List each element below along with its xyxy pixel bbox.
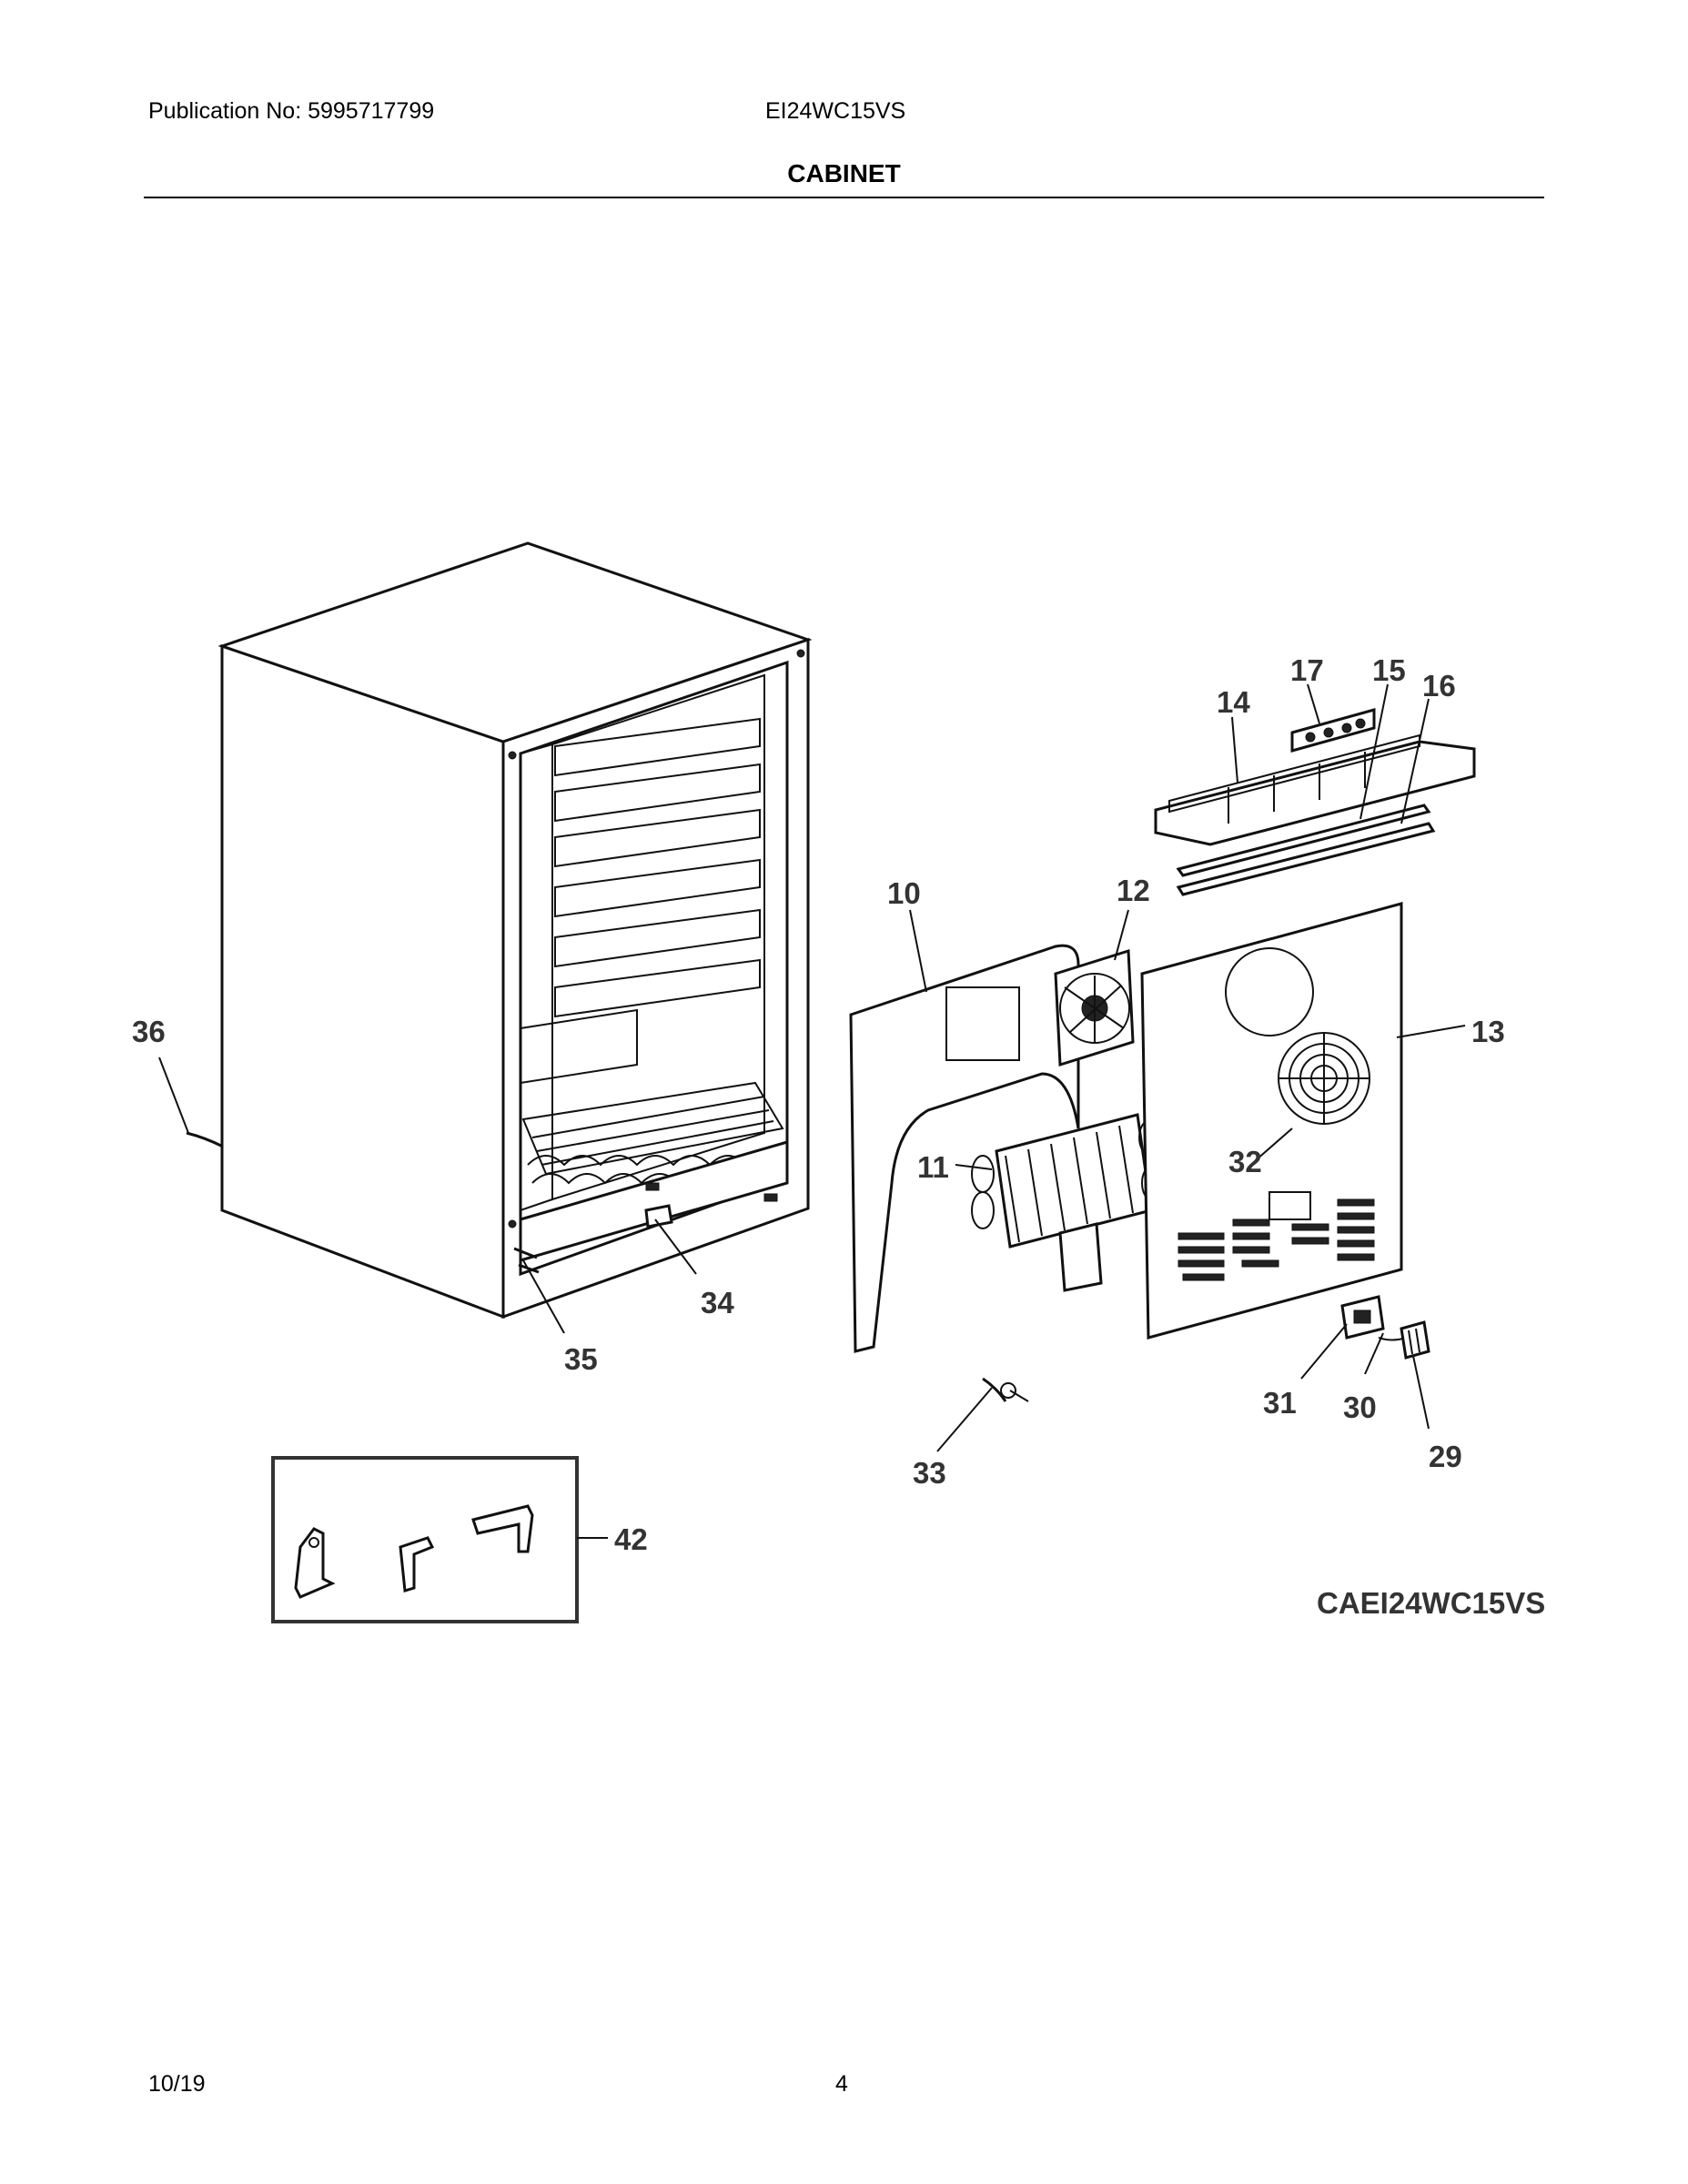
callout-16: 16 xyxy=(1422,669,1456,703)
shelf-rails xyxy=(554,717,761,1018)
callout-10: 10 xyxy=(887,876,921,910)
part-15-strip xyxy=(1176,804,1431,877)
part-29-connector xyxy=(1400,1320,1430,1360)
callout-35: 35 xyxy=(564,1342,598,1376)
model-number: EI24WC15VS xyxy=(765,98,906,124)
hinge-2 xyxy=(399,1536,435,1592)
diagram-code: CAEI24WC15VS xyxy=(1317,1586,1545,1620)
callout-30: 30 xyxy=(1343,1390,1377,1424)
callout-17: 17 xyxy=(1290,653,1324,687)
callout-13: 13 xyxy=(1471,1015,1505,1048)
revision-date: 10/19 xyxy=(148,2071,206,2097)
callout-36: 36 xyxy=(132,1015,166,1048)
part-33-sensor xyxy=(982,1377,1029,1402)
hinge-3 xyxy=(471,1504,534,1553)
callout-33: 33 xyxy=(913,1456,946,1490)
part-11-condenser xyxy=(971,1113,1161,1292)
part-36-cord xyxy=(186,1131,224,1148)
part-32-fan-guard xyxy=(1278,1032,1370,1125)
callout-32: 32 xyxy=(1228,1145,1262,1178)
header-rule xyxy=(144,197,1544,198)
part-34-bracket xyxy=(644,1204,673,1228)
vent-cover xyxy=(1269,1191,1311,1220)
callout-14: 14 xyxy=(1217,685,1250,719)
callout-29: 29 xyxy=(1429,1440,1462,1473)
callout-42: 42 xyxy=(614,1522,648,1556)
callout-12: 12 xyxy=(1117,874,1150,907)
part-31-box xyxy=(1340,1295,1385,1340)
vent-slots xyxy=(1178,1198,1375,1281)
part-13-rear-panel xyxy=(1140,902,1403,1340)
part-10-shroud xyxy=(849,944,1080,1353)
callout-31: 31 xyxy=(1263,1386,1297,1420)
page-number: 4 xyxy=(835,2071,848,2097)
leader-lines xyxy=(158,683,1466,1539)
publication-number: Publication No: 5995717799 xyxy=(148,98,435,124)
callout-34: 34 xyxy=(701,1286,734,1320)
callout-11: 11 xyxy=(917,1150,949,1184)
part-16-strip xyxy=(1176,822,1436,896)
callout-15: 15 xyxy=(1372,653,1406,687)
part-17-control-board xyxy=(1290,708,1376,753)
callout-numbers: 36 35 34 10 12 11 13 32 14 17 15 16 31 3… xyxy=(132,653,1505,1556)
hinge-1 xyxy=(294,1527,336,1599)
cabinet-body xyxy=(217,541,813,1320)
part-12-fan xyxy=(1054,948,1135,1067)
section-title: CABINET xyxy=(787,159,901,187)
part-42-hinge-kit xyxy=(271,1456,579,1623)
